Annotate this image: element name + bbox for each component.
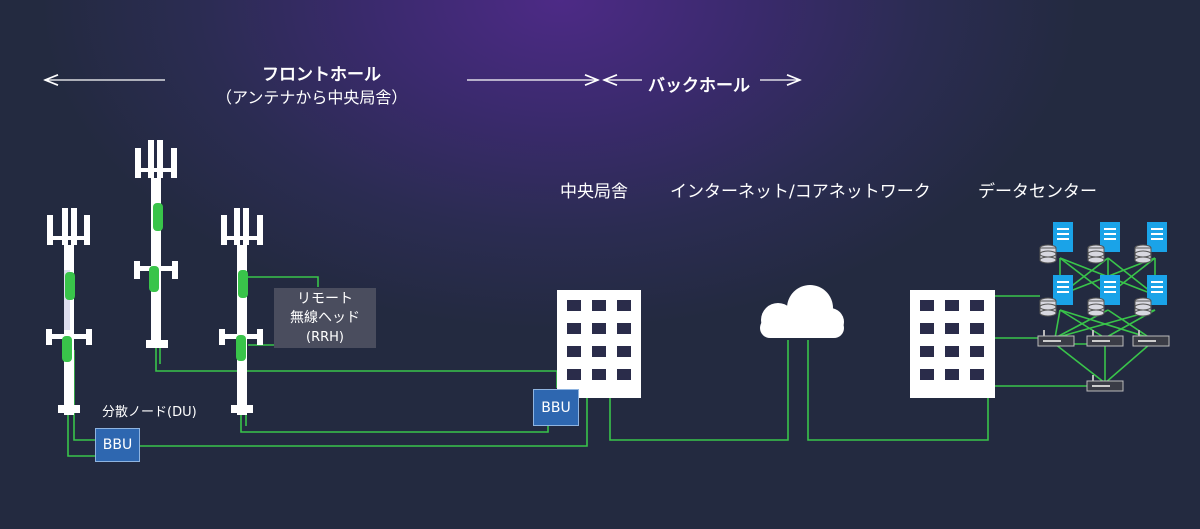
- central-office-building-icon: [557, 290, 641, 398]
- rrh-modules: [62, 203, 248, 362]
- database-icon: [1134, 297, 1152, 317]
- database-icon: [1087, 297, 1105, 317]
- cell-tower-2: [134, 140, 178, 348]
- switch-icons: [1037, 330, 1170, 392]
- database-icon: [1134, 244, 1152, 264]
- server-icon: [1147, 275, 1167, 305]
- database-icon: [1087, 244, 1105, 264]
- fronthaul-title: フロントホール: [262, 65, 381, 85]
- central-office-label: 中央局舎: [560, 182, 628, 202]
- rrh-label-line-3: (RRH): [306, 330, 344, 345]
- database-icon: [1039, 244, 1057, 264]
- rrh-label-line-2: 無線ヘッド: [290, 310, 360, 326]
- cell-tower-1: [46, 208, 92, 415]
- switch-icon: [1086, 330, 1124, 347]
- switch-icon: [1037, 330, 1075, 347]
- switch-icon: [1086, 375, 1124, 392]
- du-label: 分散ノード(DU): [102, 405, 197, 420]
- server-icon: [1100, 275, 1120, 305]
- cell-tower-3: [219, 208, 263, 415]
- fronthaul-subtitle: （アンテナから中央局舎）: [216, 88, 408, 107]
- server-icon: [1053, 275, 1073, 305]
- cloud-icon: [760, 285, 844, 338]
- server-icon: [1100, 222, 1120, 252]
- database-icons: [1039, 244, 1152, 317]
- datacenter-building-icon: [910, 290, 995, 398]
- server-icons: [1053, 222, 1167, 305]
- rrh-label-box: リモート 無線ヘッド (RRH): [274, 288, 376, 348]
- internet-label: インターネット/コアネットワーク: [670, 182, 931, 202]
- switch-icon: [1132, 330, 1170, 347]
- rrh-label-line-1: リモート: [297, 291, 353, 307]
- bbu-box-central: BBU: [533, 389, 579, 426]
- datacenter-label: データセンター: [978, 182, 1097, 202]
- server-icon: [1053, 222, 1073, 252]
- server-icon: [1147, 222, 1167, 252]
- backhaul-title: バックホール: [648, 76, 750, 96]
- database-icon: [1039, 297, 1057, 317]
- bbu-box-du: BBU: [95, 428, 140, 462]
